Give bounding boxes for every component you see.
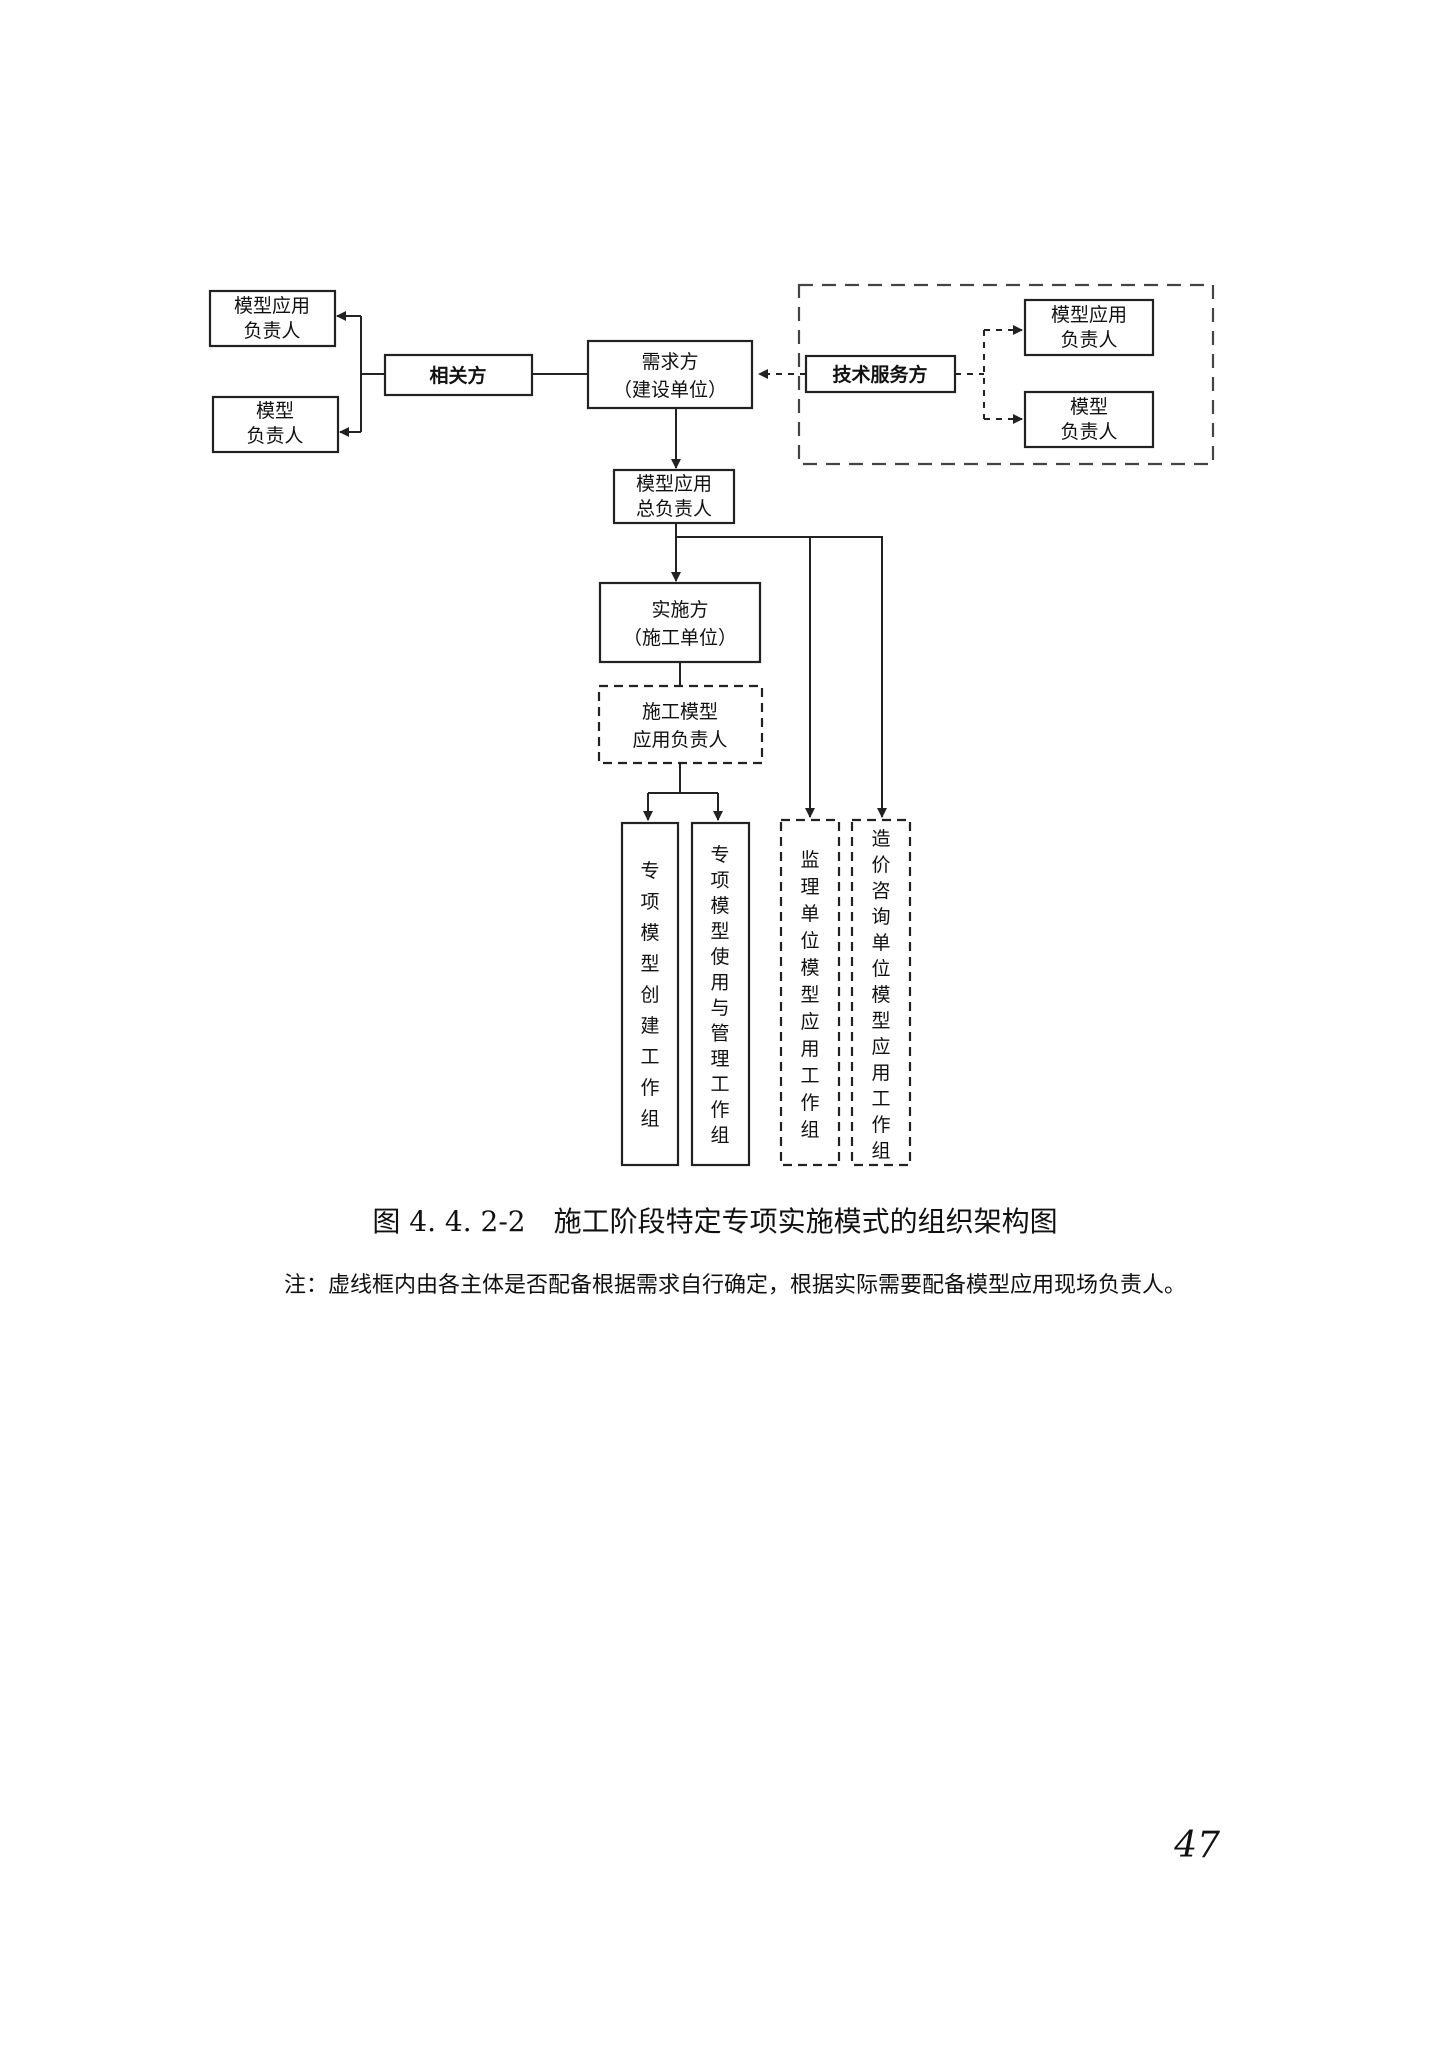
node-supervision-group-label: 监理单位模型应用工作组 <box>800 849 819 1141</box>
node-model-lead-right: 模型 负责人 <box>1023 390 1155 449</box>
node-implementer-line2: （施工单位） <box>623 627 737 649</box>
node-model-app-lead-right-line1: 模型应用 <box>1051 304 1127 326</box>
node-model-app-chief-line1: 模型应用 <box>636 473 712 495</box>
node-construction-model-lead-line1: 施工模型 <box>642 701 718 723</box>
node-demand-party-line1: 需求方 <box>641 351 698 373</box>
node-related-party: 相关方 <box>383 353 534 397</box>
node-model-lead-left-line1: 模型 <box>256 400 294 422</box>
node-model-app-lead-left: 模型应用 负责人 <box>208 289 337 348</box>
node-model-lead-right-line1: 模型 <box>1070 396 1108 418</box>
node-construction-model-lead-line2: 应用负责人 <box>632 729 727 751</box>
node-supervision-group: 监理单位模型应用工作组 <box>779 818 841 1167</box>
node-special-use-group-label: 专项模型使用与管理工作组 <box>710 844 729 1147</box>
page-number: 47 <box>1174 1825 1220 1866</box>
node-model-lead-left: 模型 负责人 <box>211 395 340 454</box>
node-model-lead-left-line2: 负责人 <box>246 425 303 447</box>
node-model-app-lead-right-line2: 负责人 <box>1060 329 1117 351</box>
node-special-create-group: 专项模型创建工作组 <box>620 821 680 1167</box>
node-special-use-group: 专项模型使用与管理工作组 <box>690 821 751 1167</box>
node-tech-service: 技术服务方 <box>804 354 957 394</box>
node-implementer-line1: 实施方 <box>651 599 708 621</box>
node-implementer: 实施方 （施工单位） <box>598 581 762 664</box>
node-model-app-lead-left-line1: 模型应用 <box>234 295 310 317</box>
node-cost-consult-group-label: 造价咨询单位模型应用工作组 <box>871 828 890 1162</box>
connector-chief-to-cost-consult <box>810 536 887 818</box>
node-demand-party-line2: （建设单位） <box>613 379 727 401</box>
node-model-app-lead-left-line2: 负责人 <box>243 320 300 342</box>
node-related-party-label: 相关方 <box>429 364 486 387</box>
node-model-lead-right-line2: 负责人 <box>1060 421 1117 443</box>
figure-note: 注：虚线框内由各主体是否配备根据需求自行确定，根据实际需要配备模型应用现场负责人… <box>284 1273 1187 1298</box>
connectors <box>336 311 1023 821</box>
node-model-app-chief-line2: 总负责人 <box>636 498 712 520</box>
tech-service-dashed-frame <box>797 283 1215 466</box>
node-cost-consult-group: 造价咨询单位模型应用工作组 <box>850 818 912 1167</box>
node-model-app-chief: 模型应用 总负责人 <box>612 468 736 525</box>
figure-caption: 图 4. 4. 2-2 施工阶段特定专项实施模式的组织架构图 <box>372 1205 1058 1238</box>
node-model-app-lead-right: 模型应用 负责人 <box>1023 298 1155 357</box>
connector-chief-to-supervision <box>676 536 815 818</box>
node-special-create-group-label: 专项模型创建工作组 <box>640 860 659 1130</box>
node-tech-service-label: 技术服务方 <box>832 363 927 386</box>
node-demand-party: 需求方 （建设单位） <box>586 339 754 410</box>
node-construction-model-lead: 施工模型 应用负责人 <box>597 684 764 765</box>
